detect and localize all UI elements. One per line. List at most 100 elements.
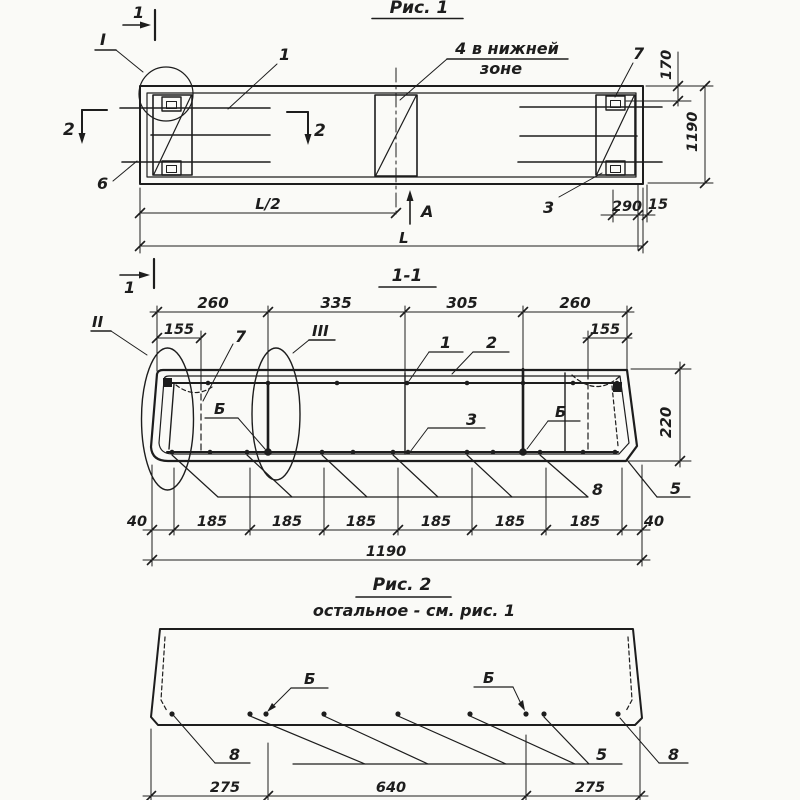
section-2-flag-left: 2 — [63, 109, 108, 144]
section-1-flag-bottom: 1 — [119, 257, 156, 297]
svg-text:275: 275 — [575, 780, 605, 796]
svg-text:L: L — [399, 229, 409, 247]
detail-oval-III: III — [251, 322, 336, 481]
hidden-edge-right — [625, 636, 633, 712]
position-label-7: 7 — [614, 44, 645, 98]
section-label-1: 1 — [408, 333, 464, 382]
position-label-6: 6 — [97, 160, 138, 193]
svg-text:зоне: зоне — [479, 59, 522, 78]
bottom-rebar-dots — [169, 448, 618, 456]
dimension-L2: L/2 — [134, 187, 402, 254]
up-arrow-icon — [406, 190, 414, 201]
section-1-flag-top: 1 — [122, 3, 157, 42]
svg-text:155: 155 — [590, 322, 620, 338]
svg-text:260: 260 — [197, 294, 228, 312]
section-arrow-icon — [139, 271, 150, 279]
section-1-1: 1-1 1 260 335 305 260 155 — [90, 257, 692, 567]
position-label-1: 1 — [227, 45, 290, 110]
left-end-block-edge — [168, 383, 175, 450]
anchor-plate-icon — [605, 160, 626, 176]
section-label-3: 3 — [409, 410, 486, 453]
position-label-3: 3 — [543, 172, 603, 217]
svg-text:1: 1 — [133, 3, 144, 22]
leader-arrow-icon — [267, 703, 276, 712]
bottom-dimension-chain: 40 185 185 185 185 185 185 40 1190 — [126, 464, 664, 567]
central-opening — [374, 67, 418, 219]
svg-text:L/2: L/2 — [255, 195, 280, 213]
svg-text:2: 2 — [314, 121, 326, 141]
svg-text:185: 185 — [272, 514, 302, 530]
label-b-1: Б — [267, 670, 329, 712]
label-8-left: 8 — [173, 715, 251, 764]
section-label-b-right: Б — [526, 403, 581, 450]
svg-text:Б: Б — [304, 670, 315, 688]
anchor-plate-icon — [161, 96, 182, 112]
group-leader-lines — [249, 715, 623, 765]
svg-text:260: 260 — [559, 294, 590, 312]
section-title: 1-1 — [392, 266, 423, 286]
section-arrow-icon — [78, 133, 86, 144]
detail-circle-I: I — [94, 30, 194, 122]
svg-text:1: 1 — [124, 278, 135, 297]
group-leader-pos8: 8 — [171, 454, 603, 499]
position-label-4: 4 в нижней зоне — [399, 39, 569, 101]
dimension-170: 170 — [625, 50, 692, 107]
svg-text:III: III — [312, 322, 329, 340]
figure-1-title: Рис. 1 — [390, 0, 449, 18]
svg-text:40: 40 — [126, 514, 147, 530]
svg-text:335: 335 — [320, 294, 351, 312]
svg-text:275: 275 — [210, 780, 240, 796]
svg-text:7: 7 — [633, 44, 645, 63]
svg-text:1: 1 — [440, 333, 451, 352]
top-dimension-chain: 260 335 305 260 155 155 — [149, 294, 635, 385]
svg-text:8: 8 — [592, 480, 603, 499]
figure-1-plan: Рис. 1 — [63, 0, 714, 254]
svg-text:220: 220 — [657, 407, 675, 438]
svg-text:6: 6 — [97, 174, 108, 193]
svg-text:7: 7 — [235, 327, 247, 346]
anchor-plate-icon — [161, 160, 182, 176]
lifting-loop-hidden-left — [175, 384, 213, 394]
leader-pos5: 5 — [626, 459, 691, 498]
section-label-2: 2 — [451, 333, 510, 375]
svg-text:185: 185 — [197, 514, 227, 530]
anchor-section-right — [613, 382, 622, 392]
beam-plan-outline — [139, 85, 644, 185]
svg-text:3: 3 — [543, 198, 554, 217]
section-label-7: 7 — [202, 327, 247, 402]
svg-text:185: 185 — [570, 514, 600, 530]
label-b-2: Б — [473, 669, 525, 711]
dimension-290-15: 290 15 — [600, 184, 668, 251]
anchor-section-left — [163, 378, 172, 387]
section-reinforcement — [163, 367, 622, 456]
svg-text:40: 40 — [643, 514, 664, 530]
dimension-1190-plan: 1190 — [645, 80, 714, 189]
top-rebar-dots — [205, 380, 620, 386]
section-2-flag-right: 2 — [286, 111, 326, 145]
section-arrow-icon — [140, 21, 151, 29]
svg-text:8: 8 — [229, 745, 240, 764]
svg-text:185: 185 — [495, 514, 525, 530]
dimension-220: 220 — [628, 361, 692, 468]
svg-text:Б: Б — [555, 403, 566, 421]
figure-2-elevation: Рис. 2 остальное - см. рис. 1 Б — [142, 575, 689, 800]
svg-text:5: 5 — [596, 745, 607, 764]
figure-2-dimension-chain: 275 640 275 — [142, 726, 649, 800]
bar-end-dots — [169, 711, 621, 717]
svg-text:185: 185 — [421, 514, 451, 530]
label-5: 5 — [596, 745, 607, 764]
svg-text:4 в нижней: 4 в нижней — [454, 39, 559, 58]
svg-text:155: 155 — [164, 322, 194, 338]
svg-text:Б: Б — [214, 400, 225, 418]
svg-text:185: 185 — [346, 514, 376, 530]
svg-text:15: 15 — [648, 197, 668, 213]
svg-text:2: 2 — [63, 120, 75, 140]
figure-2-subtitle: остальное - см. рис. 1 — [313, 601, 515, 620]
detail-oval-II: II — [90, 313, 195, 491]
lifting-loop-hidden-right — [571, 374, 620, 388]
figure-2-title: Рис. 2 — [373, 575, 432, 595]
svg-text:1190: 1190 — [366, 544, 406, 560]
view-arrow-A: А — [406, 190, 433, 225]
